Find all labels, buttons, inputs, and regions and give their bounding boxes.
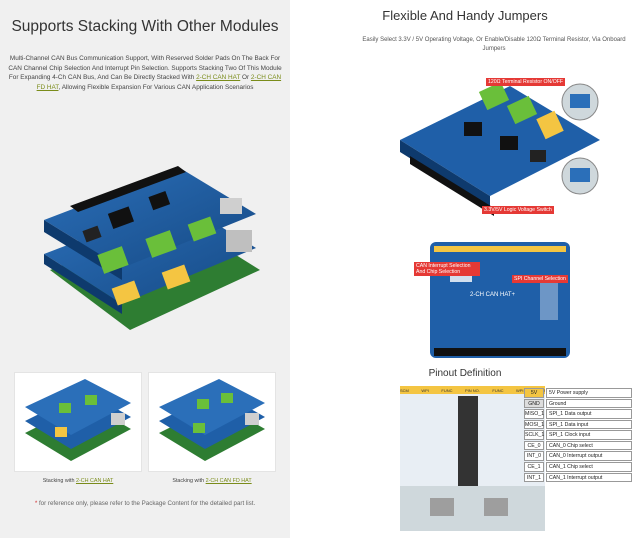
jumper-board-image	[400, 81, 600, 216]
board-label: 2-CH CAN HAT+	[470, 292, 516, 298]
right-panel: Flexible And Handy Jumpers Easily Select…	[290, 0, 640, 538]
thumbnail-stack-2ch-can-fd-hat[interactable]	[148, 372, 276, 472]
pinout-diagram	[400, 386, 545, 531]
thumbnail-image	[159, 379, 265, 461]
callout-terminal-resistor: 120Ω Terminal Resistor ON/OFF	[486, 78, 566, 86]
thumbnail-stack-2ch-can-hat[interactable]	[14, 372, 142, 472]
section-description: Easily Select 3.3V / 5V Operating Voltag…	[362, 37, 626, 52]
thumbnail-caption: Stacking with 2-CH CAN FD HAT	[172, 478, 252, 484]
pinout-title: Pinout Definition	[428, 368, 502, 379]
thumbnail-caption: Stacking with 2-CH CAN HAT	[42, 478, 114, 484]
callout-can-interrupt: CAN Interrupt Selection And Chip Selecti…	[414, 262, 480, 276]
link-2ch-can-hat[interactable]: 2-CH CAN HAT	[196, 74, 241, 82]
section-title: Supports Stacking With Other Modules	[11, 18, 279, 35]
callout-voltage-switch: 3.3V/5V Logic Voltage Switch	[482, 206, 554, 214]
caption-link-2ch-can-hat[interactable]: 2-CH CAN HAT	[75, 478, 114, 484]
reference-note: * for reference only, please refer to th…	[34, 500, 256, 507]
section-description: Multi-Channel CAN Bus Communication Supp…	[8, 55, 282, 91]
left-panel: Supports Stacking With Other Modules Mul…	[0, 0, 290, 538]
link-2ch-can-fd-hat[interactable]: 2-CH CAN FD HAT	[36, 74, 282, 91]
thumbnail-image	[25, 379, 131, 461]
section-title: Flexible And Handy Jumpers	[382, 8, 548, 23]
caption-link-2ch-can-fd-hat[interactable]: 2-CH CAN FD HAT	[205, 478, 252, 484]
stacked-boards-image	[44, 166, 260, 330]
callout-spi-channel: SPI Channel Selection	[512, 275, 568, 283]
hat-back-image	[430, 242, 570, 358]
